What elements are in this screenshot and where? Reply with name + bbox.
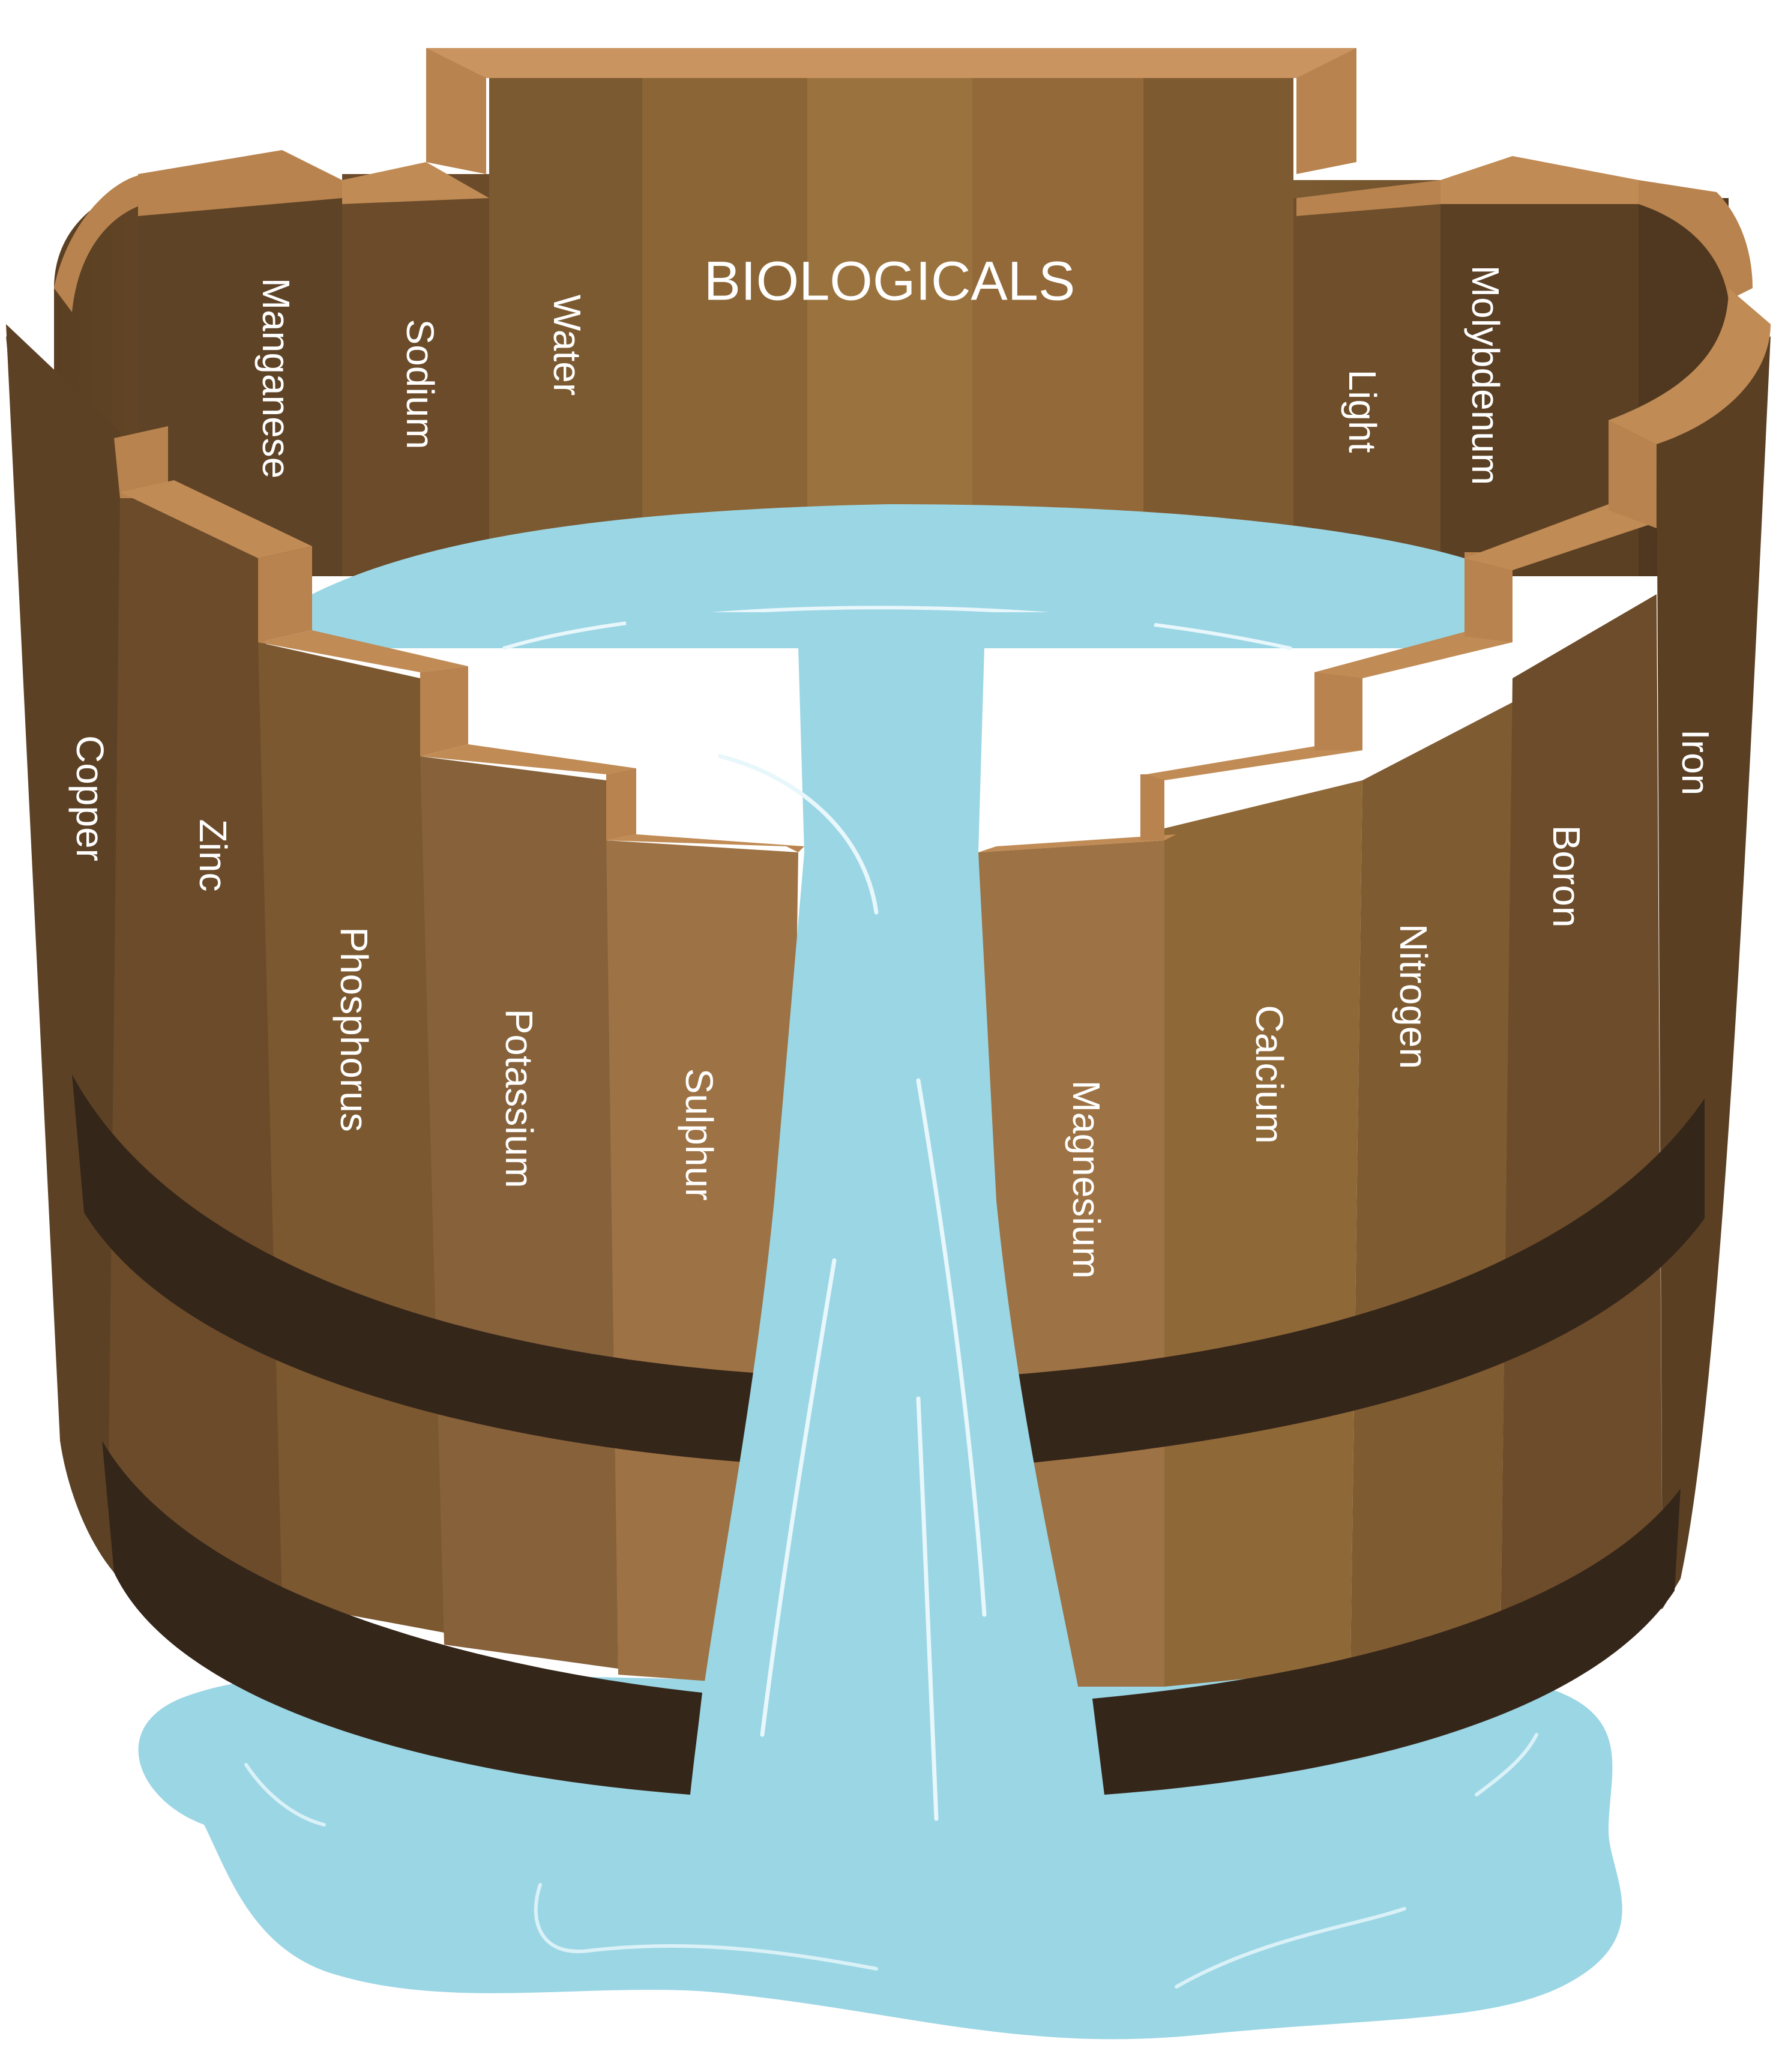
light-label: Light — [1341, 370, 1384, 453]
calcium-label: Calcium — [1248, 1005, 1291, 1143]
rim-pieces — [114, 288, 1771, 852]
back-staves — [138, 57, 1729, 576]
nitrogen-label: Nitrogen — [1392, 924, 1435, 1069]
water-surface — [312, 504, 1464, 648]
puddle-highlight-right2 — [1475, 1733, 1538, 1796]
upper-band — [72, 1074, 780, 1465]
lower-band — [102, 1441, 702, 1795]
iron-label: Iron — [1674, 729, 1717, 795]
biologicals-label: BIOLOGICALS — [704, 250, 1076, 312]
zinc-label: Zinc — [191, 819, 235, 892]
potassium-label: Potassium — [498, 1009, 541, 1188]
puddle-highlight-right — [1175, 1907, 1406, 1989]
manganese-label: Manganese — [254, 278, 298, 478]
molybdenum-label: Molybdenum — [1464, 265, 1507, 485]
surface-highlight — [502, 606, 1292, 650]
boron-label: Boron — [1545, 825, 1588, 928]
puddle-highlight-left — [244, 1763, 326, 1827]
water-label: Water — [546, 295, 589, 396]
magnesium-label: Magnesium — [1065, 1080, 1108, 1279]
sulphur-label: Sulphur — [678, 1068, 721, 1201]
sodium-label: Sodium — [399, 319, 442, 450]
phosphorus-label: Phosphorus — [333, 927, 376, 1132]
water-stream — [624, 612, 1158, 1795]
copper-label: Copper — [68, 735, 112, 861]
puddle-highlight-mid — [534, 1883, 878, 1971]
